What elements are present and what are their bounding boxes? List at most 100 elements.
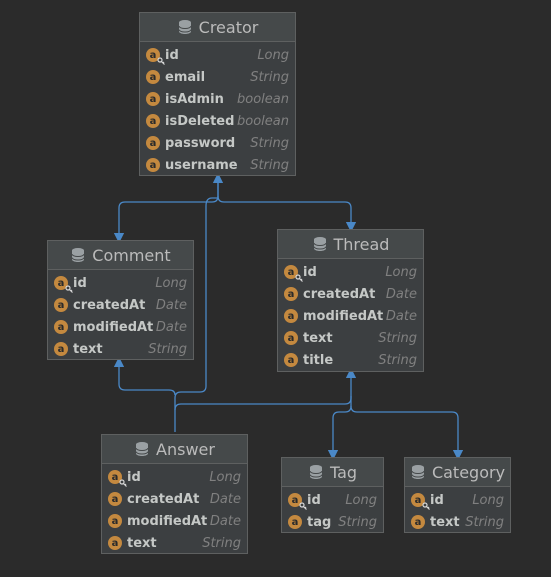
- attribute-icon: a: [108, 536, 122, 550]
- field-row[interactable]: a isAdmin boolean: [140, 88, 295, 110]
- key-icon: [157, 57, 165, 65]
- attribute-icon: a: [54, 276, 73, 293]
- field-type: boolean: [237, 91, 289, 107]
- field-type: boolean: [237, 113, 289, 129]
- entity-title: Thread: [333, 234, 390, 254]
- field-type: Long: [155, 275, 187, 291]
- entity-header: Tag: [282, 458, 383, 487]
- field-type: Long: [257, 47, 289, 63]
- field-name: text: [430, 514, 460, 530]
- field-type: String: [378, 352, 417, 368]
- field-name: id: [73, 275, 87, 291]
- field-type: String: [250, 135, 289, 151]
- field-type: Long: [385, 264, 417, 280]
- attribute-icon: a: [284, 265, 303, 282]
- field-name: id: [127, 469, 141, 485]
- attribute-icon: a: [108, 470, 127, 487]
- attribute-icon: a: [411, 515, 425, 529]
- field-type: Date: [155, 297, 187, 313]
- database-icon: [411, 465, 425, 479]
- field-type: Date: [385, 308, 417, 324]
- field-name: isAdmin: [165, 91, 224, 107]
- key-icon: [65, 285, 73, 293]
- field-row[interactable]: a createdAt Date: [278, 283, 423, 305]
- entity-header: Creator: [140, 13, 295, 42]
- connector-creator-thread: [217, 195, 357, 233]
- attribute-icon: a: [146, 92, 160, 106]
- field-name: modifiedAt: [303, 308, 384, 324]
- key-icon: [422, 502, 430, 510]
- field-type: String: [202, 535, 241, 551]
- connector-creator-comment: [113, 176, 219, 244]
- field-name: text: [73, 341, 103, 357]
- attribute-icon: a: [108, 514, 122, 528]
- field-name: modifiedAt: [127, 513, 208, 529]
- field-name: createdAt: [73, 297, 146, 313]
- field-type: Date: [155, 319, 187, 335]
- field-type: String: [250, 69, 289, 85]
- field-name: password: [165, 135, 236, 151]
- field-type: String: [465, 514, 504, 530]
- field-name: createdAt: [303, 286, 376, 302]
- field-type: Date: [385, 286, 417, 302]
- field-name: username: [165, 157, 238, 173]
- field-type: Long: [209, 469, 241, 485]
- connector-thread-tag: [327, 396, 352, 461]
- connector-answer-creator: [174, 172, 224, 432]
- attribute-icon: a: [146, 136, 160, 150]
- field-name: id: [165, 47, 179, 63]
- field-row[interactable]: a password String: [140, 132, 295, 154]
- field-name: text: [303, 330, 333, 346]
- attribute-icon: a: [108, 492, 122, 506]
- entity-header: Category: [405, 458, 510, 487]
- entity-title: Tag: [329, 462, 358, 482]
- field-name: modifiedAt: [73, 319, 154, 335]
- field-name: id: [430, 492, 444, 508]
- attribute-icon: a: [284, 309, 298, 323]
- attribute-icon: a: [284, 331, 298, 345]
- attribute-icon: a: [146, 48, 165, 65]
- attribute-icon: a: [284, 287, 298, 301]
- entity-title: Comment: [92, 245, 171, 265]
- field-name: email: [165, 69, 206, 85]
- key-icon: [295, 274, 303, 282]
- field-name: id: [303, 264, 317, 280]
- field-type: Date: [209, 513, 241, 529]
- connector-thread-category: [350, 405, 464, 461]
- field-type: Date: [209, 491, 241, 507]
- field-type: String: [378, 330, 417, 346]
- key-icon: [119, 479, 127, 487]
- attribute-icon: a: [54, 320, 68, 334]
- attribute-icon: a: [288, 493, 307, 510]
